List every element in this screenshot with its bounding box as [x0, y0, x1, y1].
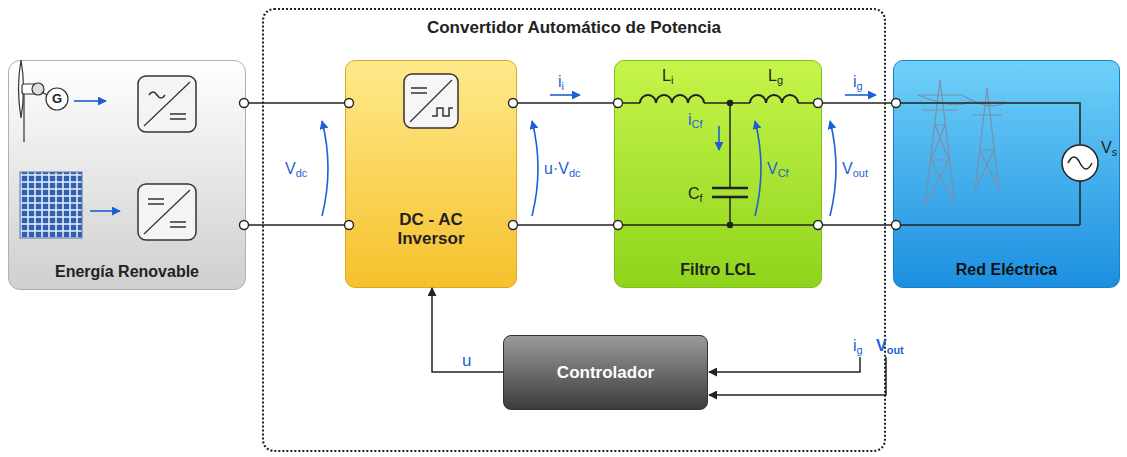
current-name: ii — [558, 74, 564, 90]
wind-turbine — [19, 60, 69, 142]
lcl-circuit — [618, 95, 818, 228]
inductor-name: Li — [662, 68, 673, 84]
voltage-name: Vdc — [285, 161, 307, 177]
box-title: Filtro LCL — [680, 261, 756, 279]
ac-dc-converter — [138, 76, 196, 132]
signal-name: u — [462, 352, 471, 369]
converter-boundary: Convertidor Automático de Potencia DC - A… — [262, 8, 886, 452]
grid-wire — [896, 103, 1080, 225]
feedback-wire — [709, 357, 886, 395]
current-name: ig — [853, 74, 863, 90]
inductor-name: Lg — [768, 68, 783, 84]
voltage-name: Vout — [842, 161, 868, 177]
capacitor-name: Cf — [688, 186, 703, 202]
voltage-name: u·Vdc — [544, 161, 581, 177]
controller-box: Controlador — [503, 335, 708, 410]
signal-name: ig — [853, 338, 863, 354]
current-name: iCf — [688, 112, 703, 128]
box-title: DC - AC Inversor — [376, 210, 486, 249]
terminal — [240, 99, 901, 230]
power-wire — [822, 102, 893, 104]
return-wire — [244, 224, 1080, 226]
box-title: Controlador — [557, 363, 654, 383]
box-title: Convertidor Automático de Potencia — [427, 18, 721, 38]
dc-dc-converter — [138, 184, 196, 240]
solar-panel — [20, 172, 82, 238]
voltage-name: VCf — [767, 161, 789, 177]
measure-arrow — [322, 95, 876, 216]
box-title: Energía Renovable — [55, 263, 199, 281]
source-name: Vs — [1101, 140, 1117, 156]
control-signal — [432, 288, 503, 372]
inverter-symbol — [404, 74, 458, 128]
power-wire — [246, 102, 345, 104]
power-wire — [517, 102, 614, 104]
signal-name: Vout — [876, 338, 904, 354]
generator-letter: G — [52, 92, 62, 105]
box-title: Red Eléctrica — [956, 261, 1057, 279]
power-tower — [918, 80, 1006, 205]
voltage-source — [1062, 145, 1098, 181]
